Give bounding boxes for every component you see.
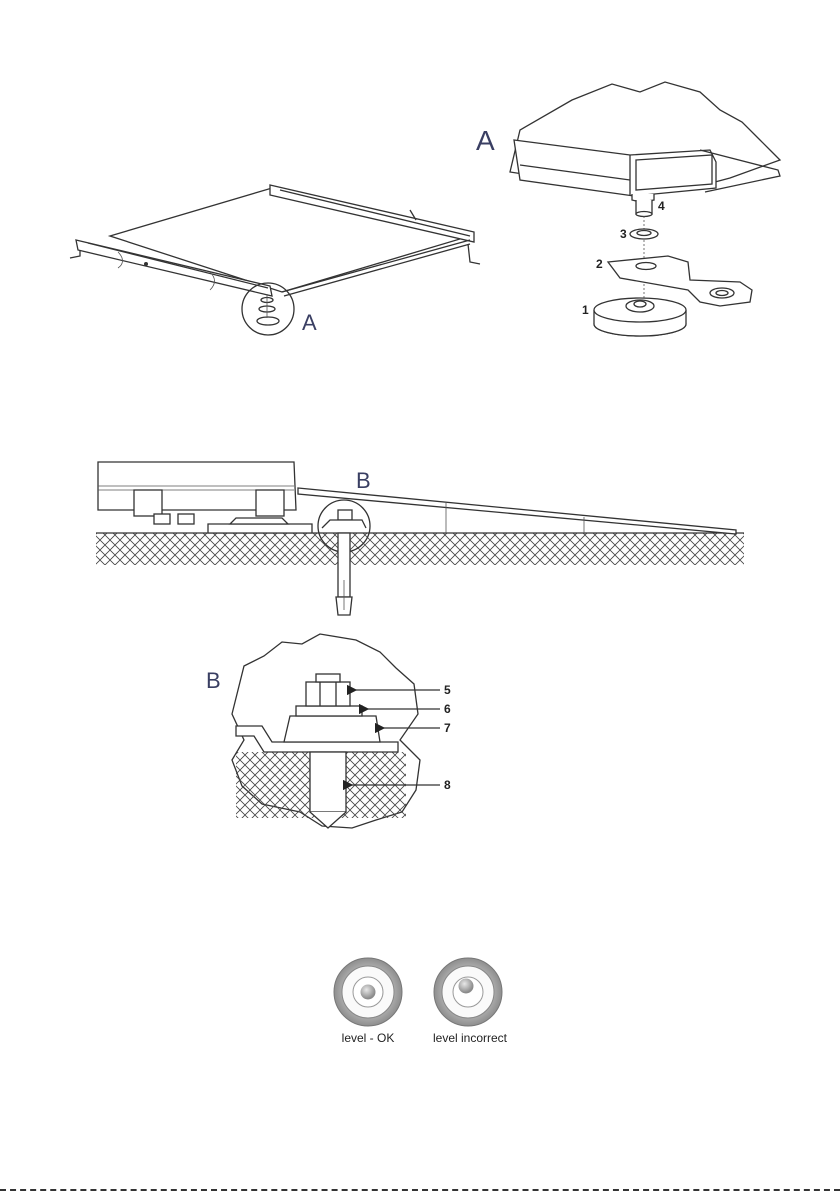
side-section: B xyxy=(96,462,744,615)
level-incorrect-icon: level incorrect xyxy=(433,958,508,1045)
detail-a-exploded: A 4 3 2 1 xyxy=(476,82,780,336)
platform-overview: A xyxy=(70,185,480,335)
part-number-2: 2 xyxy=(596,257,603,271)
detail-b-anchor: B 5 6 7 8 xyxy=(206,634,451,828)
part-number-8: 8 xyxy=(444,778,451,792)
part-number-7: 7 xyxy=(444,721,451,735)
level-indicators: level - OK level incorrect xyxy=(334,958,508,1045)
page-edge-rule xyxy=(0,1189,840,1191)
level-ok-caption: level - OK xyxy=(342,1031,395,1045)
detail-label-b: B xyxy=(206,668,221,693)
detail-label-a: A xyxy=(476,125,495,156)
part-number-4: 4 xyxy=(658,199,665,213)
detail-label-a-main: A xyxy=(302,310,317,335)
part-number-5: 5 xyxy=(444,683,451,697)
part-number-6: 6 xyxy=(444,702,451,716)
detail-label-b-main: B xyxy=(356,468,371,493)
part-number-3: 3 xyxy=(620,227,627,241)
level-incorrect-caption: level incorrect xyxy=(433,1031,508,1045)
level-ok-icon: level - OK xyxy=(334,958,402,1045)
part-number-1: 1 xyxy=(582,303,589,317)
